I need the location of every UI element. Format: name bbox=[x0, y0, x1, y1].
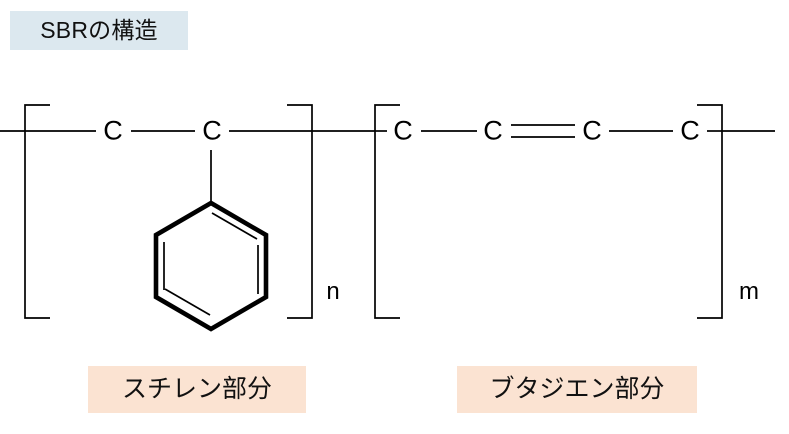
caption-box-styrene: スチレン部分 bbox=[88, 366, 306, 413]
atom-label-butadiene-c1: C bbox=[393, 115, 413, 146]
butadiene-bracket-right bbox=[697, 104, 723, 319]
styrene-bracket-right bbox=[287, 104, 313, 319]
atom-label-butadiene-c3: C bbox=[582, 115, 602, 146]
butadiene-bracket-left bbox=[374, 104, 400, 319]
caption-label-styrene: スチレン部分 bbox=[121, 375, 272, 403]
benzene-double-bond-1 bbox=[211, 212, 258, 240]
styrene-bracket-left bbox=[24, 104, 50, 319]
atom-label-styrene-c1: C bbox=[103, 115, 123, 146]
caption-box-butadiene: ブタジエン部分 bbox=[457, 366, 697, 413]
benzene-double-bond-4 bbox=[164, 288, 211, 316]
atom-label-butadiene-c4: C bbox=[680, 115, 700, 146]
atom-label-butadiene-c2: C bbox=[483, 115, 503, 146]
atom-label-styrene-c2: C bbox=[202, 115, 222, 146]
repeat-subscript-n: n bbox=[326, 278, 340, 305]
caption-label-butadiene: ブタジエン部分 bbox=[489, 375, 665, 403]
benzene-ring-outline bbox=[153, 200, 269, 332]
diagram-title-box: SBRの構造 bbox=[10, 11, 188, 50]
repeat-subscript-m: m bbox=[739, 278, 759, 305]
diagram-title-text: SBRの構造 bbox=[40, 17, 158, 43]
